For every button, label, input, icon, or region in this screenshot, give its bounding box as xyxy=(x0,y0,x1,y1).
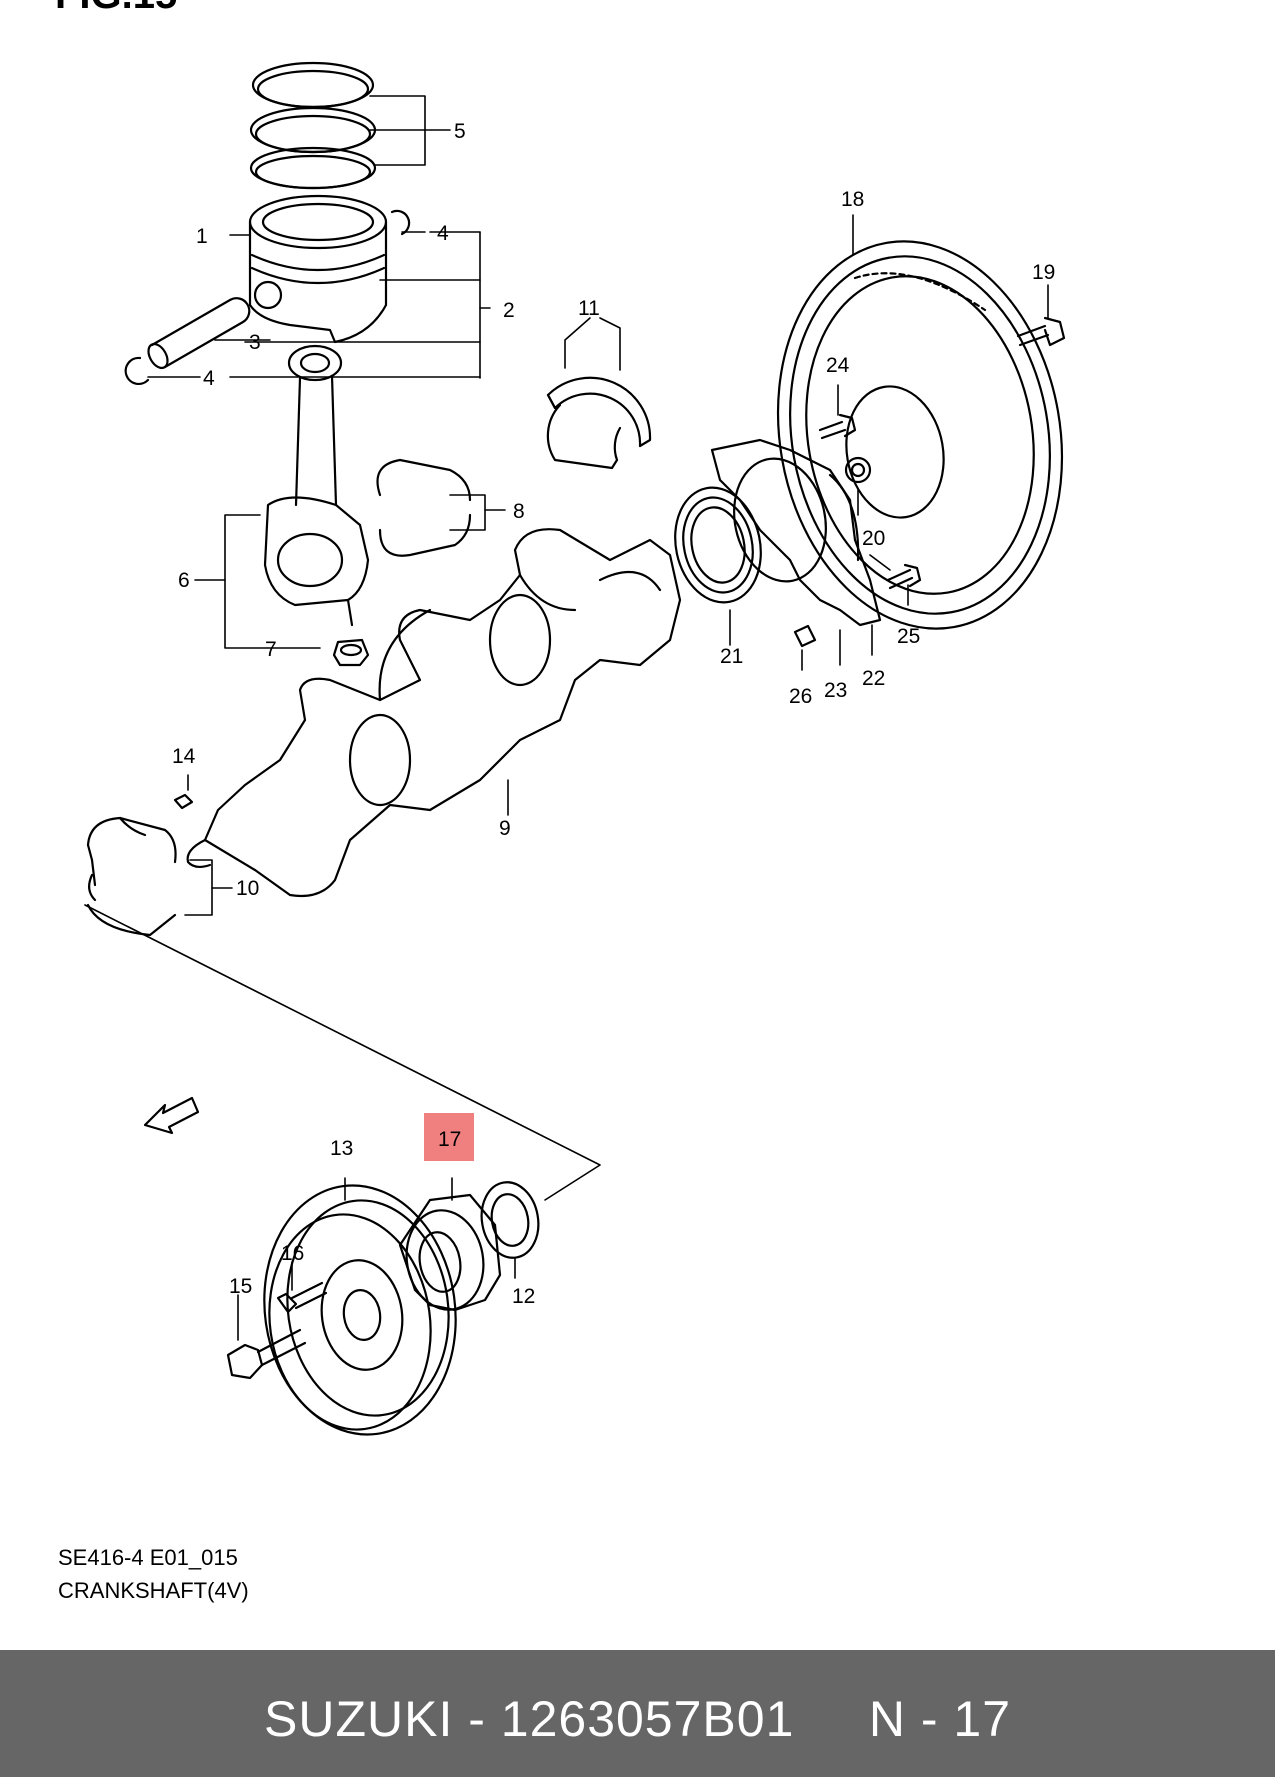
piston-pin xyxy=(147,297,251,370)
callout-8: 8 xyxy=(513,500,525,523)
circlip-bottom xyxy=(124,356,150,385)
pulley-bolt-15 xyxy=(226,1328,307,1380)
seal-housing xyxy=(710,438,882,627)
callout-11: 11 xyxy=(578,297,600,320)
callout-19: 19 xyxy=(1032,261,1055,284)
piston xyxy=(248,194,388,344)
callout-14: 14 xyxy=(172,745,196,768)
callout-4b: 4 xyxy=(203,367,215,390)
highlight-box xyxy=(424,1113,474,1161)
callout-4a: 4 xyxy=(437,222,449,245)
callout-26: 26 xyxy=(789,685,812,708)
front-oil-seal xyxy=(480,1181,540,1259)
leader-lines xyxy=(147,95,1049,1341)
callout-21: 21 xyxy=(720,645,743,668)
rod-nut xyxy=(332,638,370,667)
exploded-view-line xyxy=(84,904,601,1201)
thrust-washers xyxy=(546,376,652,470)
rear-oil-seal xyxy=(674,486,762,604)
crankshaft xyxy=(186,528,682,898)
callout-18: 18 xyxy=(841,188,864,211)
fwd-arrow xyxy=(143,1096,200,1135)
callout-22: 22 xyxy=(862,667,885,690)
piston-rings xyxy=(249,61,377,190)
figure-name: CRANKSHAFT(4V) xyxy=(58,1578,249,1603)
callout-17: 17 xyxy=(438,1128,461,1151)
callout-2: 2 xyxy=(503,299,515,322)
figure-title: FIG.15 xyxy=(55,0,177,17)
callout-13: 13 xyxy=(330,1137,353,1160)
callout-20: 20 xyxy=(862,527,885,550)
dowel-pin xyxy=(793,624,817,648)
bolt-25 xyxy=(886,563,922,590)
callout-7: 7 xyxy=(265,638,277,661)
callout-10: 10 xyxy=(236,877,259,900)
pulley-bolt-16 xyxy=(276,1281,328,1314)
connecting-rod xyxy=(263,344,370,627)
circlip-top xyxy=(390,209,411,236)
footer-part-label: SUZUKI - 1263057B01 N - 17 xyxy=(263,1691,1012,1747)
main-bearings xyxy=(86,816,177,937)
footer-bar: SUZUKI - 1263057B01 N - 17 xyxy=(0,1650,1275,1777)
crank-key xyxy=(173,793,194,810)
flywheel-bolt-19 xyxy=(1016,316,1066,347)
parts-diagram: FIG.15 FWD 1 2 3 4 4 5 6 7 8 9 10 11 12 … xyxy=(55,0,1066,1436)
callout-6: 6 xyxy=(178,569,190,592)
callout-23: 23 xyxy=(824,679,847,702)
callout-5: 5 xyxy=(454,120,466,143)
figure-code: SE416-4 E01_015 xyxy=(58,1545,238,1570)
timing-sprocket xyxy=(398,1193,502,1312)
flywheel xyxy=(776,240,1064,630)
callout-24: 24 xyxy=(826,354,850,377)
callout-25: 25 xyxy=(897,625,920,648)
callout-3: 3 xyxy=(249,331,261,354)
bolt-24 xyxy=(818,413,857,440)
callout-16: 16 xyxy=(281,1242,304,1265)
callout-9: 9 xyxy=(499,817,511,840)
crankshaft-pulley xyxy=(263,1184,457,1436)
callout-12: 12 xyxy=(512,1285,535,1308)
rod-bearing xyxy=(376,458,472,557)
callout-1: 1 xyxy=(196,225,208,248)
callout-15: 15 xyxy=(229,1275,252,1298)
callout-labels: 1 2 3 4 4 5 6 7 8 9 10 11 12 13 14 15 16… xyxy=(172,120,1055,1308)
